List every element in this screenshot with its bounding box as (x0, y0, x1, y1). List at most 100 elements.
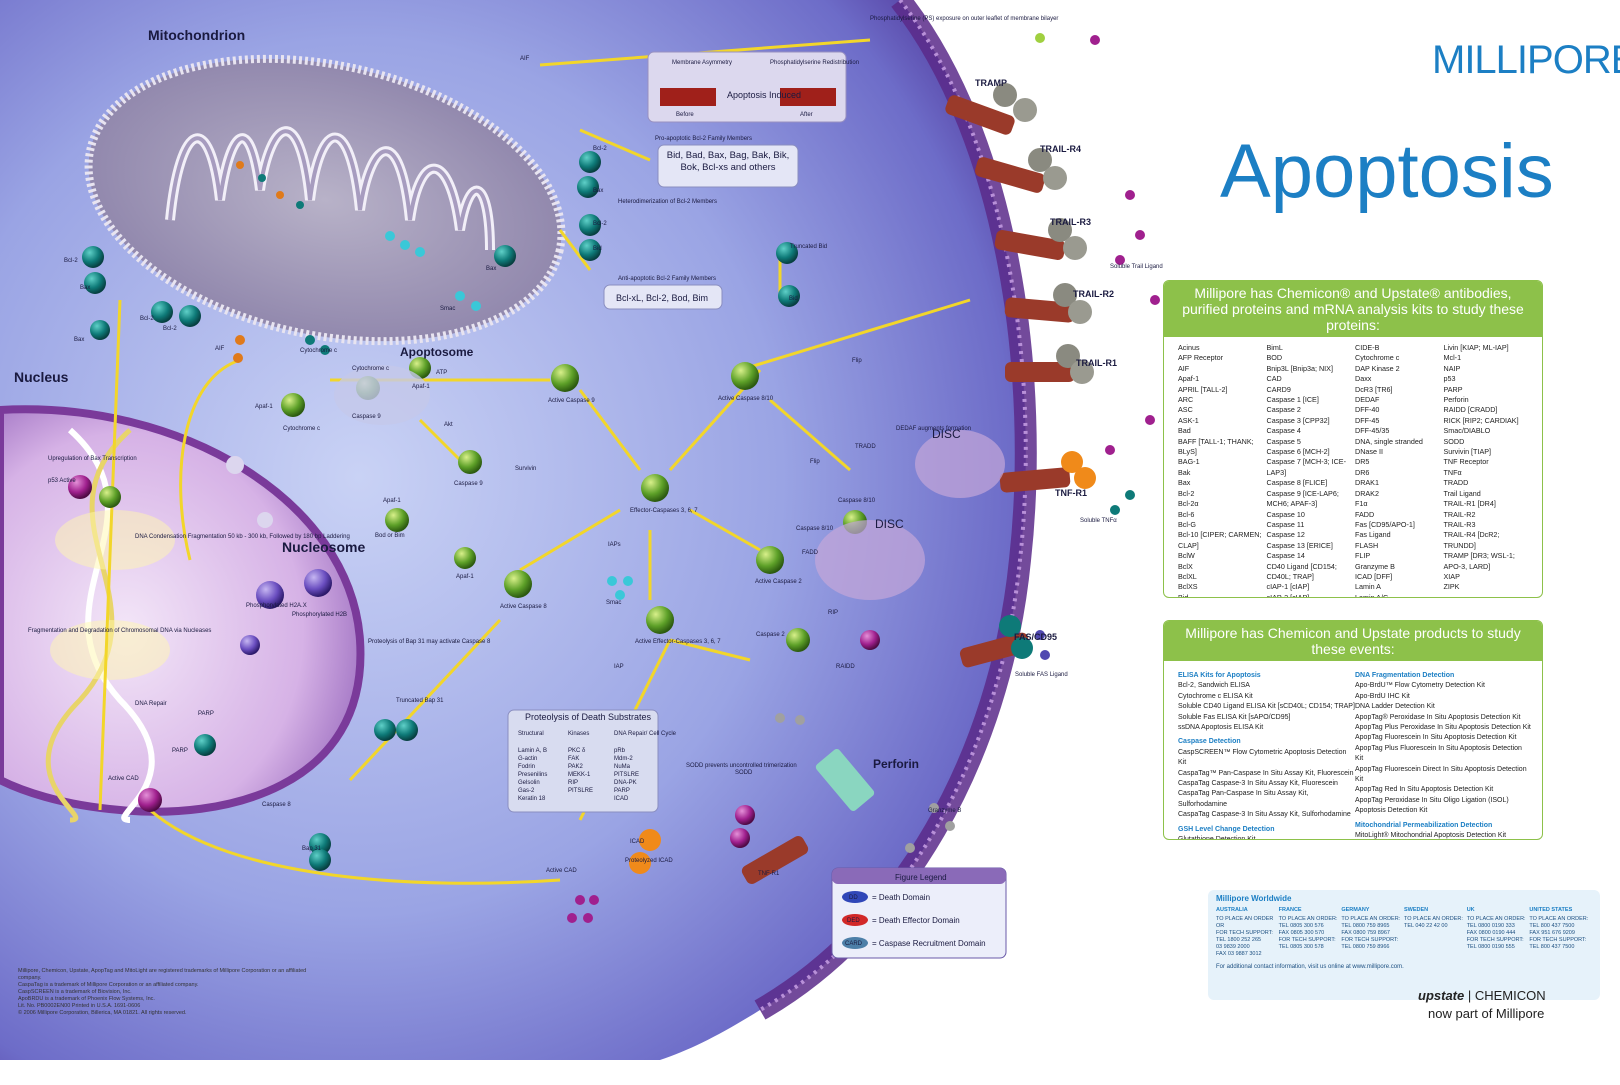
upstate-chemicon-logo: upstate | CHEMICON (1418, 988, 1546, 1003)
label-bid-mid: Bid (593, 246, 602, 252)
pathway-illustration: Mitochondrion Nucleus Nucleosome Apoptos… (0, 0, 1163, 1060)
label-flip-1: Flip (852, 358, 862, 364)
protein-item: DEDAF (1355, 395, 1380, 405)
perforin-pore (815, 749, 875, 811)
contact-line: TEL 0800 0190 555 (1466, 944, 1515, 950)
ds-item: Presenilins (518, 772, 547, 778)
label-akt: Akt (444, 422, 453, 428)
protein-item: PARP (1443, 384, 1463, 394)
legend-tag-ded: DED (847, 918, 860, 924)
event-item: ApopTag® Peroxidase In Situ Apoptosis De… (1355, 713, 1521, 721)
protein-item: TRAIL-R1 [DR4] (1443, 499, 1496, 509)
contact-line: FAX 0800 759 8967 (1341, 930, 1390, 936)
label-bax-lower: Bax (74, 337, 84, 343)
fine-print-line: CaspaTag is a trademark of Millipore Cor… (18, 982, 199, 988)
protein-item: Caspase 5 (1266, 436, 1301, 446)
ds-item: RIP (568, 780, 578, 786)
contact-line: FOR TECH SUPPORT: (1278, 937, 1336, 943)
protein-item: Caspase 2 (1266, 405, 1301, 415)
protein-item: Caspase 3 [CPP32] (1266, 415, 1330, 425)
contact-line: TEL 040 22 42 00 (1404, 923, 1448, 929)
contact-line: TEL 800 437 7500 (1529, 944, 1575, 950)
apoptosome-complex (334, 365, 430, 425)
label-sodd-note: SODD prevents uncontrolled trimerization (686, 763, 797, 769)
label-apaf1-4: Apaf-1 (456, 574, 474, 580)
protein-item: Caspase 6 [MCH-2] (1266, 447, 1330, 457)
contact-line: TO PLACE AN ORDER OR (1216, 916, 1274, 929)
membrane-receptors (741, 83, 1096, 884)
protein-item: BimL (1266, 343, 1283, 352)
contact-line: TEL 0805 300 578 (1278, 944, 1324, 950)
label-trail-r3: TRAIL-R3 (1050, 217, 1091, 227)
label-bcl2-left: Bcl-2 (64, 258, 78, 264)
protein-item: FLIP (1355, 551, 1371, 561)
protein-item: DRAK2 (1355, 488, 1379, 498)
fine-print-line: Millipore, Chemicon, Upstate, ApopTag an… (18, 968, 307, 981)
label-tradd: TRADD (855, 444, 876, 450)
label-bax-upreg: Upregulation of Bax Transcription (48, 456, 137, 462)
country-name: FRANCE (1278, 907, 1302, 913)
label-caspase810-a: Caspase 8/10 (796, 526, 834, 532)
ds-item: PITSLRE (614, 772, 639, 778)
event-item: Apo-BrdU IHC Kit (1355, 692, 1410, 700)
label-granzyme-b: Granzyme B (928, 808, 961, 814)
contact-line: FAX 0800 0190 444 (1466, 930, 1516, 936)
contact-line: TEL 1800 252 265 (1216, 937, 1262, 943)
label-cytochrome-c-2: Cytochrome c (352, 366, 389, 372)
label-tnf-r1-lower: TNF-R1 (758, 871, 780, 877)
protein-item: Survivin [TIAP] (1443, 447, 1492, 457)
protein-item: FADD (1355, 509, 1375, 519)
protein-item: DRAK1 (1355, 478, 1379, 488)
fine-print-line: ApoBRDU is a trademark of Phoenix Flow S… (18, 996, 155, 1002)
label-caspase810-b: Caspase 8/10 (838, 498, 876, 504)
label-trail-r1: TRAIL-R1 (1076, 358, 1117, 368)
label-active-cad-1: Active CAD (108, 776, 139, 782)
label-active-cad-2: Active CAD (546, 868, 577, 874)
label-atp: ATP (436, 370, 447, 376)
protein-item: Caspase 14 (1266, 551, 1305, 561)
protein-item: DFF-45/35 (1355, 426, 1390, 436)
protein-item: CAD (1266, 374, 1282, 384)
page-title: Apoptosis (1220, 129, 1554, 214)
country-name: UNITED STATES (1529, 907, 1573, 913)
label-proteolyzed-icad: Proteolyzed ICAD (625, 858, 673, 864)
protein-item: p53 (1443, 374, 1456, 384)
figure-legend (831, 867, 1007, 959)
label-caspase2: Caspase 2 (756, 632, 785, 638)
protein-item: Granzyme B (1355, 561, 1395, 571)
upstate-text: upstate (1418, 988, 1465, 1003)
event-item: ApopTag Plus Peroxidase In Situ Apoptosi… (1355, 724, 1531, 732)
protein-item: BAFF [TALL-1; THANK; BLyS] (1178, 436, 1254, 457)
ds-item: ICAD (614, 796, 629, 802)
protein-item: BOD (1266, 353, 1283, 363)
label-bax-top: Bax (593, 188, 603, 194)
label-bax-left: Bax (80, 285, 90, 291)
ds-item: NuMa (614, 764, 631, 770)
label-flip-2: Flip (810, 459, 820, 465)
label-disc-1: DISC (932, 427, 961, 441)
protein-item: Bid (1178, 592, 1189, 598)
contact-line: TO PLACE AN ORDER: (1341, 916, 1401, 922)
small-molecules (233, 33, 1160, 923)
label-active-effector: Active Effector-Caspases 3, 6, 7 (635, 639, 721, 645)
protein-item: Bcl-2α (1178, 499, 1199, 509)
protein-item: Bak (1178, 467, 1191, 477)
event-item: DNA Ladder Detection Kit (1355, 703, 1435, 711)
protein-item: Caspase 10 (1266, 509, 1305, 519)
label-aif-top: AIF (520, 56, 530, 62)
label-caspase9-a: Caspase 9 (352, 414, 381, 420)
country-name: SWEDEN (1404, 907, 1429, 913)
event-section-heading: GSH Level Change Detection (1178, 825, 1275, 833)
protein-item: DcR3 [TR6] (1355, 384, 1393, 394)
label-active-caspase9: Active Caspase 9 (548, 398, 595, 404)
label-active-caspase8: Active Caspase 8 (500, 604, 547, 610)
active-caspase-810-ball (731, 362, 759, 390)
label-active-caspase2: Active Caspase 2 (755, 579, 802, 585)
legend-swatches (842, 891, 868, 949)
protein-item: RAIDD [CRADD] (1443, 405, 1498, 415)
